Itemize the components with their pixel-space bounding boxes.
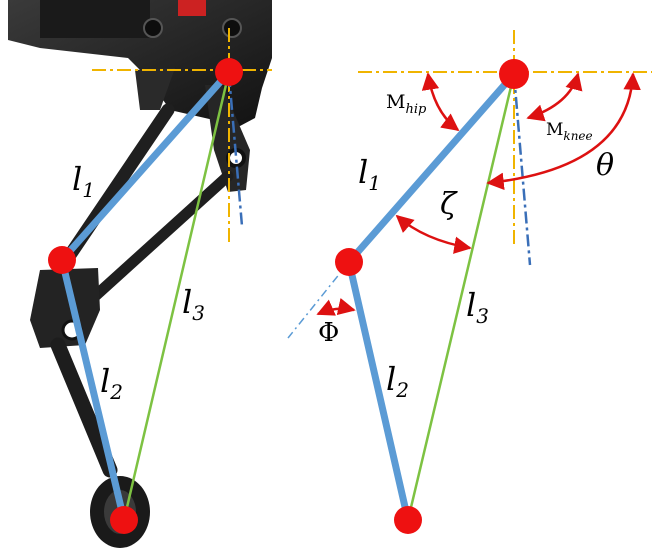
m-hip-arrow: [421, 72, 460, 132]
m-knee-arrow: [526, 72, 583, 122]
kinematic-schematic: Mhip Mknee θ ζ Φ l1 l3 l2: [287, 30, 652, 534]
label-m-hip: Mhip: [386, 91, 427, 117]
photo-knee-joint: [48, 246, 76, 274]
link-l2: [345, 258, 412, 524]
photo-label-l3: l3: [182, 283, 205, 325]
photo-hip-joint: [215, 58, 243, 86]
zeta-arrow: [395, 214, 472, 254]
photo-label-l2: l2: [100, 362, 123, 404]
theta-arrow: [486, 72, 641, 191]
knee-block: [30, 268, 100, 348]
label-l1: l1: [358, 153, 381, 195]
label-l3: l3: [466, 286, 489, 328]
photo-label-l1: l1: [72, 160, 95, 202]
knee-motor-axis: [512, 73, 532, 266]
hip-bracket: [135, 68, 175, 110]
photo-link-l3: [122, 71, 231, 521]
knee-joint: [335, 248, 363, 276]
foot-joint: [394, 506, 422, 534]
label-l2: l2: [386, 360, 409, 402]
phi-arrow: [316, 298, 356, 316]
robot-leg-photo: l1 l3 l2: [0, 0, 272, 554]
photo-knee-axis: [227, 74, 244, 227]
hip-joint: [499, 59, 529, 89]
photo-link-l2: [58, 256, 128, 524]
shin-rod: [50, 337, 118, 478]
upper-rod-b: [76, 170, 234, 314]
label-m-knee: Mknee: [546, 120, 593, 143]
photo-link-l1: [58, 68, 233, 264]
motor-block: [40, 0, 150, 38]
label-zeta: ζ: [440, 187, 458, 222]
label-theta: θ: [596, 148, 614, 183]
link-l1: [345, 70, 518, 266]
red-connector: [178, 0, 206, 16]
label-phi: Φ: [318, 318, 339, 348]
photo-foot-joint: [110, 506, 138, 534]
link-l3: [406, 73, 516, 521]
